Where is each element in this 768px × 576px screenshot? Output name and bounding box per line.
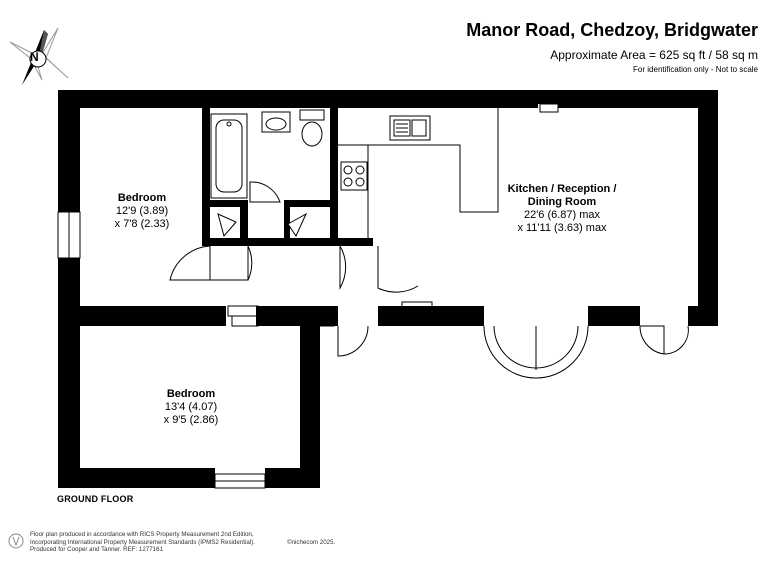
- room-label-bedroom-2: Bedroom 13'4 (4.07) x 9'5 (2.86): [132, 388, 250, 427]
- room-label-kitchen: Kitchen / Reception / Dining Room 22'6 (…: [478, 183, 646, 235]
- compass-north-letter: N: [30, 50, 39, 64]
- footer-credits: Floor plan produced in accordance with R…: [30, 531, 255, 554]
- toilet-icon: [299, 109, 325, 147]
- room-dimension: x 9'5 (2.86): [163, 414, 219, 426]
- kitchen-counter: [338, 108, 499, 238]
- footer-line: Produced for Cooper and Tanner. REF: 127…: [30, 546, 164, 554]
- room-label-bedroom-1: Bedroom 12'9 (3.89) x 7'8 (2.33): [86, 192, 198, 231]
- hob-icon: [340, 161, 368, 191]
- compass-icon: [9, 27, 69, 85]
- room-name-line2: Dining Room: [527, 196, 597, 208]
- exterior-walls: [58, 90, 718, 488]
- property-title: Manor Road, Chedzoy, Bridgwater: [466, 20, 758, 40]
- copyright-text: ©nichecom 2025.: [287, 539, 336, 546]
- room-name: Bedroom: [117, 192, 167, 204]
- interior-walls: [80, 108, 373, 488]
- disclaimer-note: For identification only - Not to scale: [633, 65, 758, 74]
- approximate-area: Approximate Area = 625 sq ft / 58 sq m: [550, 48, 758, 62]
- room-dimension: 12'9 (3.89): [115, 205, 169, 217]
- footer-line: Floor plan produced in accordance with R…: [30, 531, 254, 538]
- bath-icon: [210, 113, 248, 199]
- sink-icon: [261, 111, 291, 133]
- room-name: Bedroom: [166, 388, 216, 400]
- room-dimension: x 11'11 (3.63) max: [517, 222, 607, 234]
- footer-line: Incorporating International Property Mea…: [30, 538, 255, 546]
- doors: [169, 181, 689, 379]
- room-dimension: x 7'8 (2.33): [114, 218, 170, 230]
- rics-logo-icon: [8, 533, 24, 549]
- room-dimension: 13'4 (4.07): [164, 401, 218, 413]
- room-name-line1: Kitchen / Reception /: [507, 183, 617, 195]
- kitchen-sink-icon: [389, 115, 431, 141]
- floor-label: GROUND FLOOR: [57, 494, 134, 504]
- room-dimension: 22'6 (6.87) max: [523, 209, 601, 221]
- wall-openings: [58, 104, 688, 488]
- windows: [57, 103, 559, 489]
